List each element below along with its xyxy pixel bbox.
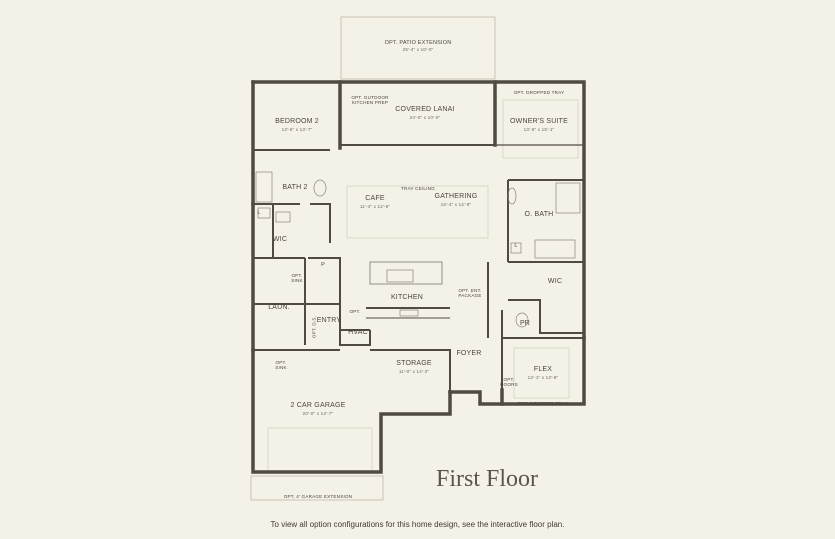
flex-tray-outline [513, 347, 570, 399]
patio-extension-outline [340, 16, 496, 80]
opt-garage-extension-label: OPT. 4' GARAGE EXTENSION [283, 494, 353, 499]
kitchen-label: KITCHEN [390, 294, 424, 301]
linen-obath-label: L [514, 243, 518, 249]
tray-ceiling-outline [346, 185, 489, 239]
o-bath-label: O. BATH [524, 211, 554, 218]
floor-title: First Floor [436, 466, 539, 492]
tray-ceiling-label: TRAY CEILING [401, 186, 435, 191]
opt-outdoor-kitchen-prep-label: OPT. OUTDOOR KITCHEN PREP [351, 95, 389, 106]
kitchen-island [369, 261, 443, 285]
fixtures [255, 171, 581, 328]
cafe-label: CAFE 11'-4" x 12'-9" [359, 195, 391, 210]
flex-label: FLEX 12'-1" x 13'-8" [527, 366, 559, 381]
opt-dropped-tray-flex-label: OPT. DROPPED TRAY [517, 401, 569, 406]
opt-doors-label: OPT. DOORS [500, 377, 518, 388]
laundry-label: LAUN. [268, 304, 290, 311]
garage-extension-outline [250, 475, 384, 501]
bath-2-label: BATH 2 [282, 184, 308, 191]
owners-suite-label: OWNER'S SUITE 13'-5" x 15'-1" [510, 118, 568, 133]
linen-bath2-label: L [257, 210, 261, 216]
opt-patio-extension-label: OPT. PATIO EXTENSION 25'-4" x 10'-0" [384, 40, 452, 53]
foyer-label: FOYER [456, 350, 482, 357]
gathering-label: GATHERING 16'-4" x 12'-9" [434, 193, 478, 208]
bedroom-2-label: BEDROOM 2 13'-5" x 13'-7" [275, 118, 319, 133]
storage-label: STORAGE 11'-0" x 14'-3" [396, 360, 432, 375]
two-car-garage-label: 2 CAR GARAGE 20'-0" x 14'-7" [290, 402, 346, 417]
hvac-label: HVAC [348, 329, 368, 336]
wic-left-label: WIC [272, 236, 288, 243]
pantry-label: P [321, 262, 325, 268]
powder-room-label: PR [519, 320, 531, 327]
opt-ent-package-label: OPT. ENT. PACKAGE [458, 288, 482, 299]
covered-lanai-label: COVERED LANAI 24'-0" x 10'-0" [395, 106, 455, 121]
garage-car-outline [267, 427, 373, 473]
opt-sink-garage-label: OPT. SINK [275, 360, 287, 371]
footer-note: To view all option configurations for th… [270, 520, 565, 529]
entry-label: ENTRY [316, 317, 342, 324]
opt-small-label: OPT. [349, 309, 361, 314]
interior-walls [253, 144, 584, 404]
owners-tray-outline [502, 99, 579, 159]
opt-dropped-tray-owners-label: OPT. DROPPED TRAY [513, 90, 565, 95]
wic-right-label: WIC [547, 278, 563, 285]
opt-sink-laundry-label: OPT. SINK [291, 273, 303, 284]
